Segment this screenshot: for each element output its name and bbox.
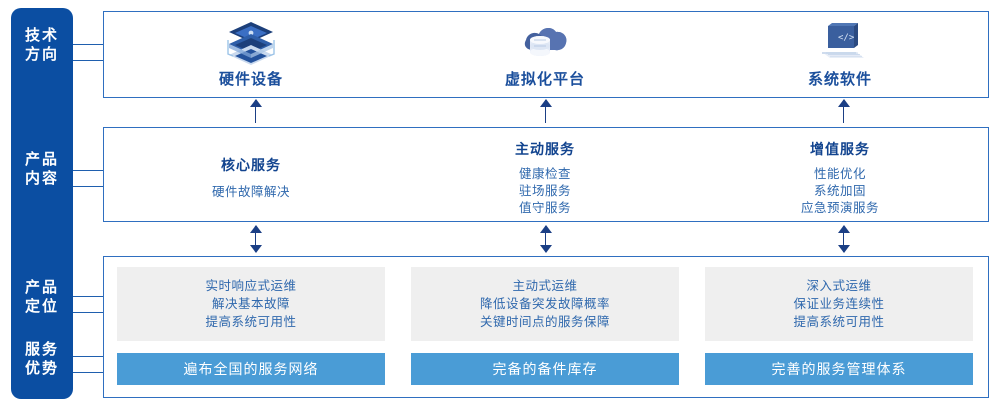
connector-content-top — [73, 170, 103, 171]
svg-text:</>: </> — [838, 33, 855, 43]
connector-advantage-top — [73, 356, 103, 357]
sidebar-item-product-position-line1: 产品 — [24, 279, 59, 296]
arrow-value-added-bidirectional — [837, 225, 851, 253]
arrow-core-bidirectional — [249, 225, 263, 253]
content-item-core-1: 硬件故障解决 — [211, 185, 290, 199]
connector-position-top — [73, 296, 103, 297]
tech-label-system-software: 系统软件 — [807, 71, 872, 88]
sidebar-item-service-advantage-line1: 服务 — [24, 341, 59, 358]
sidebar-item-product-position-line2: 定位 — [24, 298, 59, 315]
sidebar-item-product-content-line1: 产品 — [24, 151, 59, 168]
position-item-core-2: 解决基本故障 — [211, 297, 290, 311]
content-item-proactive-3: 值守服务 — [518, 201, 571, 215]
advantage-bar-value-added[interactable]: 完善的服务管理体系 — [705, 353, 973, 385]
product-content-panel: 核心服务 硬件故障解决 主动服务 健康检查 驻场服务 值守服务 增值服务 性能优… — [103, 127, 989, 222]
position-box-value-added: 深入式运维 保证业务连续性 提高系统可用性 — [705, 267, 973, 341]
tech-cell-hardware[interactable]: 硬件设备 — [104, 12, 398, 97]
position-item-core-1: 实时响应式运维 — [205, 279, 297, 293]
sidebar-item-tech-direction-line2: 方向 — [24, 46, 59, 63]
bottom-cell-proactive[interactable]: 主动式运维 降低设备突发故障概率 关键时间点的服务保障 完备的备件库存 — [411, 267, 679, 385]
tech-label-virtualization: 虚拟化平台 — [504, 71, 585, 88]
sidebar-item-product-position[interactable]: 产品 定位 — [11, 278, 73, 316]
tech-direction-panel: 硬件设备 虚拟化平台 — [103, 11, 989, 98]
content-cell-value-added-service[interactable]: 增值服务 性能优化 系统加固 应急预演服务 — [692, 128, 988, 221]
connector-tech-bottom — [73, 60, 103, 61]
content-item-proactive-1: 健康检查 — [518, 167, 571, 181]
position-item-value-3: 提高系统可用性 — [793, 315, 885, 329]
content-title-value-added-service: 增值服务 — [810, 141, 870, 157]
tech-cell-virtualization[interactable]: 虚拟化平台 — [398, 12, 692, 97]
content-title-core-service: 核心服务 — [221, 157, 281, 173]
sidebar-item-product-content-line2: 内容 — [24, 170, 59, 187]
cloud-database-icon — [513, 20, 577, 66]
advantage-bar-core[interactable]: 遍布全国的服务网络 — [117, 353, 385, 385]
connector-position-bottom — [73, 312, 103, 313]
position-box-core: 实时响应式运维 解决基本故障 提高系统可用性 — [117, 267, 385, 341]
sidebar-item-service-advantage-line2: 优势 — [24, 360, 59, 377]
position-box-proactive: 主动式运维 降低设备突发故障概率 关键时间点的服务保障 — [411, 267, 679, 341]
laptop-code-icon: </> — [808, 20, 872, 66]
position-item-proactive-2: 降低设备突发故障概率 — [479, 297, 610, 311]
content-cell-core-service[interactable]: 核心服务 硬件故障解决 — [104, 128, 398, 221]
arrow-system-software-up — [837, 99, 851, 123]
bottom-cell-value-added[interactable]: 深入式运维 保证业务连续性 提高系统可用性 完善的服务管理体系 — [705, 267, 973, 385]
content-item-value-1: 性能优化 — [813, 167, 866, 181]
position-item-proactive-1: 主动式运维 — [512, 279, 578, 293]
position-item-value-2: 保证业务连续性 — [793, 297, 885, 311]
connector-tech-top — [73, 44, 103, 45]
sidebar-rail — [11, 8, 73, 399]
content-item-value-2: 系统加固 — [813, 184, 866, 198]
tech-label-hardware: 硬件设备 — [218, 71, 283, 88]
tech-cell-system-software[interactable]: </> 系统软件 — [692, 12, 988, 97]
advantage-bar-proactive[interactable]: 完备的备件库存 — [411, 353, 679, 385]
sidebar-item-service-advantage[interactable]: 服务 优势 — [11, 340, 73, 378]
sidebar-item-tech-direction[interactable]: 技术 方向 — [11, 26, 73, 64]
bottom-cell-core[interactable]: 实时响应式运维 解决基本故障 提高系统可用性 遍布全国的服务网络 — [117, 267, 385, 385]
product-position-panel: 实时响应式运维 解决基本故障 提高系统可用性 遍布全国的服务网络 主动式运维 降… — [103, 256, 989, 398]
server-stack-icon — [219, 20, 283, 66]
connector-advantage-bottom — [73, 372, 103, 373]
content-cell-proactive-service[interactable]: 主动服务 健康检查 驻场服务 值守服务 — [398, 128, 692, 221]
position-item-proactive-3: 关键时间点的服务保障 — [479, 315, 610, 329]
content-title-proactive-service: 主动服务 — [515, 141, 575, 157]
arrow-proactive-bidirectional — [539, 225, 553, 253]
position-item-value-1: 深入式运维 — [806, 279, 872, 293]
content-item-value-3: 应急预演服务 — [800, 201, 879, 215]
arrow-hardware-up — [249, 99, 263, 123]
position-item-core-3: 提高系统可用性 — [205, 315, 297, 329]
sidebar-item-tech-direction-line1: 技术 — [24, 27, 59, 44]
sidebar-item-product-content[interactable]: 产品 内容 — [11, 150, 73, 188]
connector-content-bottom — [73, 186, 103, 187]
arrow-virtualization-up — [539, 99, 553, 123]
content-item-proactive-2: 驻场服务 — [518, 184, 571, 198]
